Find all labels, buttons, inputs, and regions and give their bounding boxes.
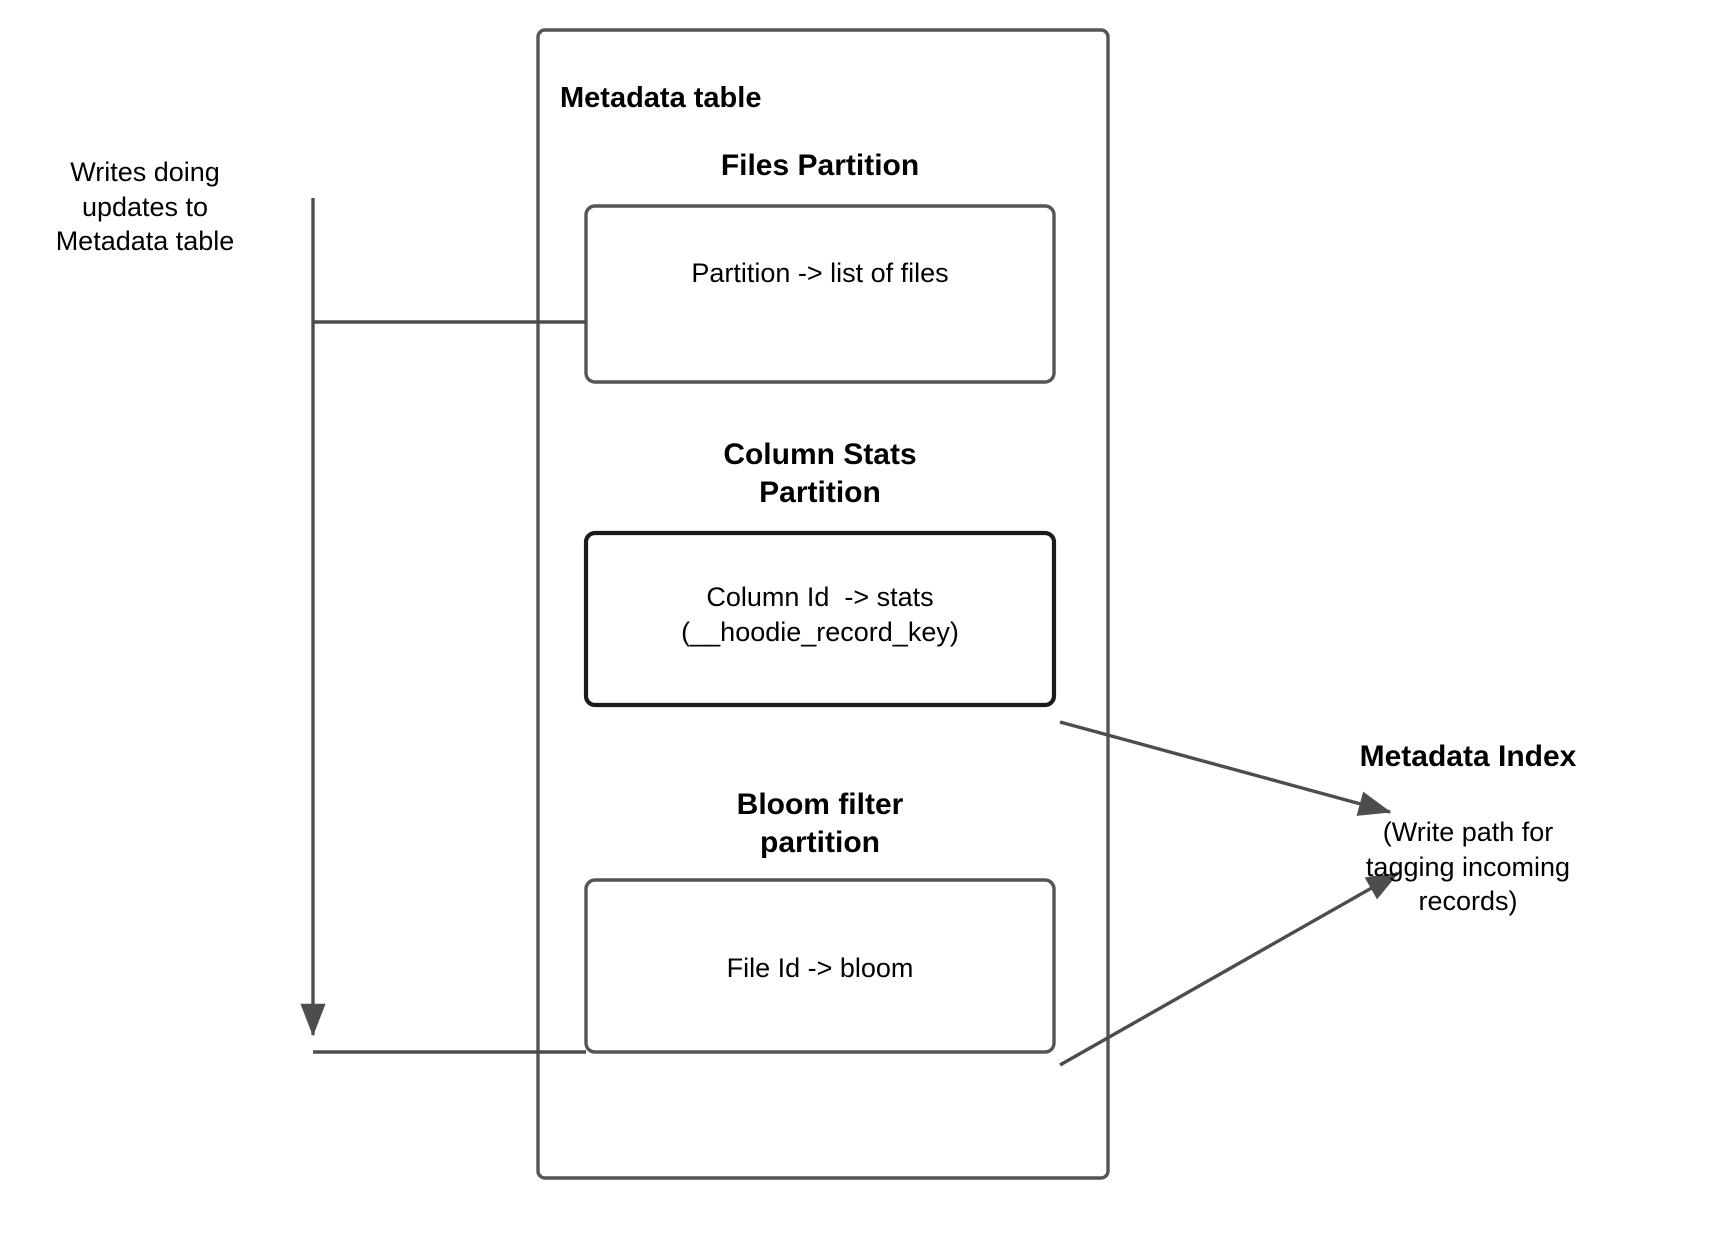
writes-doing-updates-label: Writes doing updates to Metadata table [55,157,235,257]
metadata-index-note: (Write path for tagging incoming records… [1365,817,1571,917]
files-partition-box [584,204,1056,384]
files-partition-heading: Files Partition [720,149,920,182]
column-stats-partition-heading: Column Stats Partition [723,438,917,510]
metadata-index-label: Metadata Index [1359,740,1577,773]
metadata-table-label: Metadata table [560,82,762,114]
bloom-filter-partition-box-text: File Id -> bloom [726,953,914,983]
files-partition-box-text: Partition -> list of files [691,258,949,288]
bloom-filter-partition-heading: Bloom filter partition [736,788,904,860]
column-stats-partition-box-text: Column Id -> stats (__hoodie_record_key) [681,582,959,647]
